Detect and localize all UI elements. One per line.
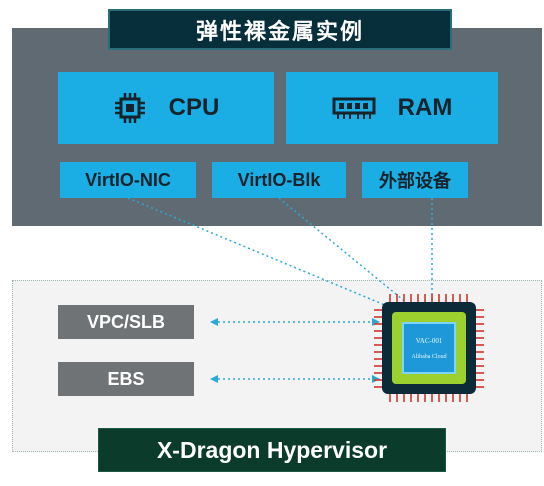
ebs-box: EBS xyxy=(58,362,194,396)
connector-blk-chip xyxy=(278,197,409,305)
chip-pins xyxy=(374,294,484,402)
virtio-nic-box: VirtIO-NIC xyxy=(60,162,196,198)
external-device-box: 外部设备 xyxy=(362,162,468,198)
arrow-head-ebs-right xyxy=(372,375,380,383)
arrow-head-vpc-left xyxy=(210,318,218,326)
cpu-box: CPU xyxy=(58,72,274,144)
chip-code: VAC-001 xyxy=(415,337,443,345)
chip-core: VAC-001 Alibaba Cloud xyxy=(402,322,456,374)
hypervisor-name-bar: X-Dragon Hypervisor xyxy=(98,428,446,472)
connector-nic-chip xyxy=(127,197,393,309)
instance-title: 弹性裸金属实例 xyxy=(108,9,452,50)
ram-box: RAM xyxy=(286,72,498,144)
cpu-label: CPU xyxy=(168,94,220,121)
arrow-head-ebs-left xyxy=(210,375,218,383)
chip-brand: Alibaba Cloud xyxy=(411,354,447,360)
virtio-blk-box: VirtIO-Blk xyxy=(212,162,346,198)
vpc-slb-box: VPC/SLB xyxy=(58,305,194,339)
ram-icon xyxy=(332,97,376,119)
cpu-icon xyxy=(114,93,145,123)
dragon-chip: VAC-001 Alibaba Cloud xyxy=(374,294,484,402)
ram-label: RAM xyxy=(397,94,453,121)
